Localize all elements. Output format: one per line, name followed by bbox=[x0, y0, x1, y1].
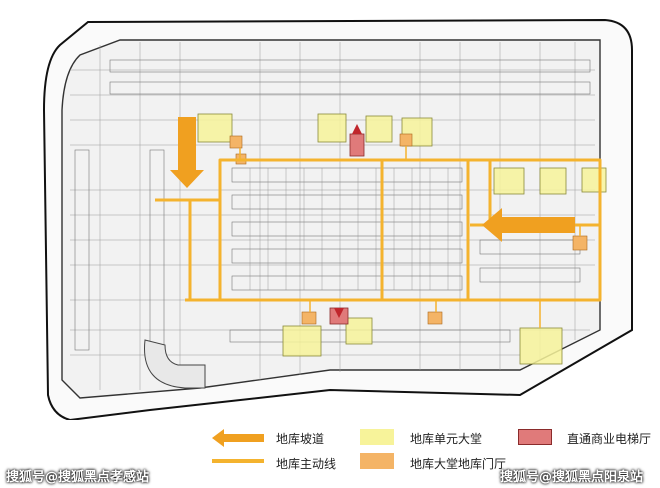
building-outline bbox=[61, 39, 601, 399]
legend-ramp-label: 地库坡道 bbox=[276, 432, 325, 446]
curved-ramp bbox=[144, 339, 206, 389]
legend-ramp-arrow-icon bbox=[212, 429, 264, 447]
route-connectors bbox=[239, 146, 581, 328]
legend-elevator-label: 直通商业电梯厅 bbox=[567, 432, 652, 446]
legend-elevator-swatch bbox=[518, 429, 552, 445]
legend-door-swatch bbox=[360, 453, 394, 469]
legend-lobby-label: 地库单元大堂 bbox=[410, 432, 483, 446]
basement-floor-plan bbox=[42, 18, 633, 420]
unit-lobbies bbox=[197, 113, 607, 365]
watermark-left: 搜狐号@搜狐黑点孝感站 bbox=[6, 470, 150, 485]
parking-stalls bbox=[74, 59, 591, 351]
ramp-arrows bbox=[170, 117, 575, 242]
route-arrows bbox=[334, 124, 362, 318]
legend-route-line-icon bbox=[212, 459, 264, 463]
watermark-right: 搜狐号@搜狐黑点阳泉站 bbox=[500, 470, 644, 485]
legend-lobby-swatch bbox=[360, 429, 394, 445]
legend-route-label: 地库主动线 bbox=[276, 457, 337, 471]
legend-door-label: 地库大堂地库门厅 bbox=[410, 457, 507, 471]
stall-dividers bbox=[249, 168, 449, 290]
